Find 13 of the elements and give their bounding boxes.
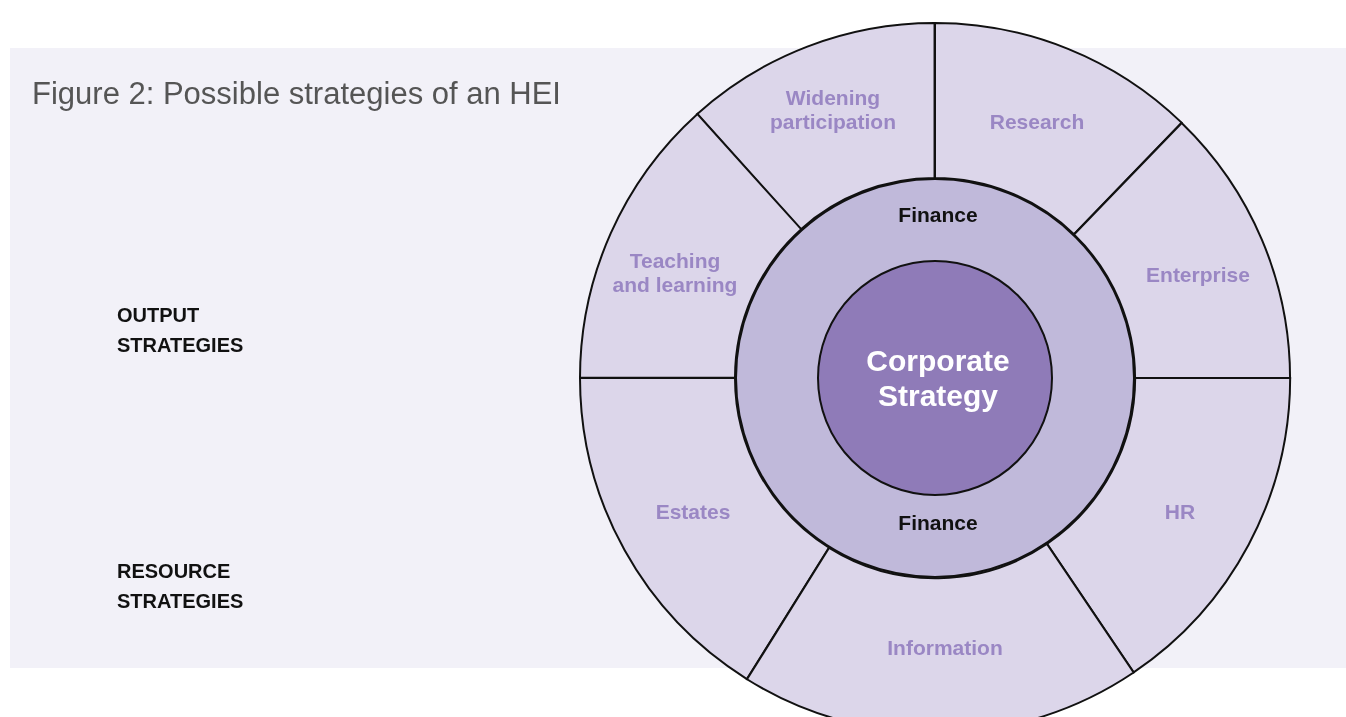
segment-label: Research: [988, 109, 1086, 135]
segment-label: Information: [886, 635, 1004, 661]
figure-title: Figure 2: Possible strategies of an HEI: [32, 76, 561, 112]
segment-label: Estates: [654, 499, 732, 525]
ring-label: Finance: [898, 510, 978, 536]
segment-label: Widening participation: [768, 85, 897, 135]
segment-label: HR: [1163, 499, 1197, 525]
center-label: Corporate Strategy: [865, 343, 1011, 413]
segment-label: Enterprise: [1145, 262, 1251, 288]
group-label: OUTPUT STRATEGIES: [117, 303, 245, 358]
ring-label: Finance: [898, 202, 978, 228]
segment-label: Teaching and learning: [611, 248, 739, 298]
group-label: RESOURCE STRATEGIES: [117, 559, 245, 614]
